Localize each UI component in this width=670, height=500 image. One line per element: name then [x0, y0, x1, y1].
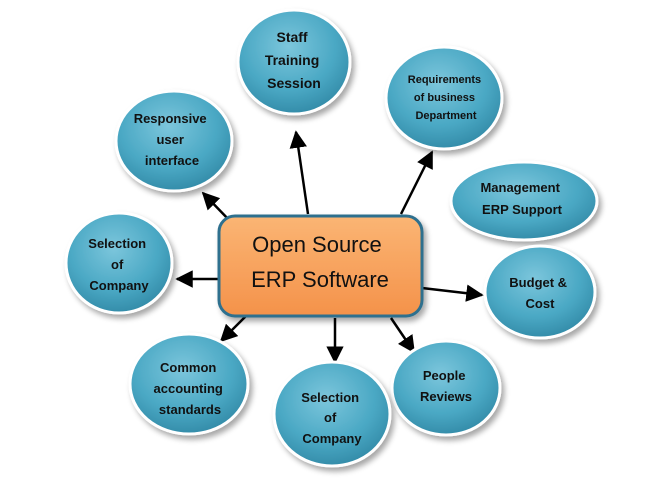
management-line-1: Management [480, 180, 560, 195]
accounting-line-2: accounting [154, 381, 223, 396]
arrow-to-budget [421, 284, 484, 302]
node-people-reviews: People Reviews [390, 339, 502, 437]
center-node: Open Source ERP Software [217, 214, 424, 318]
node-accounting: Common accounting standards [128, 332, 250, 436]
people-reviews-line-2: Reviews [420, 389, 472, 404]
management-line-2: ERP Support [482, 202, 563, 217]
svg-text:People Reviews: People Reviews [420, 368, 472, 404]
center-title-line-1: Open Source [252, 232, 382, 257]
responsive-ui-line-1: Responsive [134, 111, 207, 126]
responsive-ui-line-2: user [156, 132, 183, 147]
node-management: Management ERP Support [449, 160, 599, 242]
requirements-line-1: Requirements [408, 74, 481, 86]
node-selection-bottom: Selection of Company [272, 360, 392, 468]
arrow-to-requirements [399, 150, 434, 215]
svg-text:Selection of Compa: Selection of Company [301, 390, 362, 446]
requirements-line-2: of business [414, 92, 475, 104]
accounting-line-1: Common [160, 360, 216, 375]
center-title-line-2: ERP Software [251, 267, 389, 292]
node-staff-training: Staff Training Session [236, 8, 352, 116]
node-responsive-ui: Responsive user interface [114, 89, 234, 193]
connector-arrows [175, 130, 484, 364]
selection-left-line-1: Selection [88, 236, 146, 251]
selection-left-line-3: Company [89, 278, 149, 293]
svg-text:Budget & Cost: Budget & Cost [509, 275, 570, 311]
arrow-to-accounting [219, 313, 249, 343]
svg-text:Responsive user in: Responsive user interface [134, 111, 211, 168]
arrow-to-staff-training [289, 130, 310, 215]
staff-training-line-1: Staff [276, 29, 307, 45]
budget-line-1: Budget & [509, 275, 567, 290]
node-budget: Budget & Cost [483, 244, 597, 340]
arrow-to-people-reviews [389, 317, 416, 354]
svg-text:Open Source ERP Software: Open Source ERP Software [251, 232, 389, 292]
staff-training-line-2: Training [265, 52, 319, 68]
budget-line-2: Cost [526, 296, 556, 311]
staff-training-line-3: Session [267, 75, 321, 91]
responsive-ui-line-3: interface [145, 153, 199, 168]
requirements-line-3: Department [415, 110, 476, 122]
node-requirements: Requirements of business Department [384, 45, 504, 151]
svg-text:Management ERP Support: Management ERP Support [480, 180, 563, 217]
node-selection-left: Selection of Company [64, 211, 174, 315]
selection-bottom-line-2: of [324, 410, 337, 425]
svg-text:Common accounting: Common accounting standards [154, 360, 227, 417]
svg-text:Staff Training Ses: Staff Training Session [265, 29, 323, 91]
accounting-line-3: standards [159, 402, 221, 417]
selection-bottom-line-3: Company [302, 431, 362, 446]
svg-text:Requirements of business: Requirements of business Department [408, 74, 484, 122]
selection-left-line-2: of [111, 257, 124, 272]
people-reviews-line-1: People [423, 368, 466, 383]
selection-bottom-line-1: Selection [301, 390, 359, 405]
svg-text:Selection of Compa: Selection of Company [88, 236, 149, 293]
